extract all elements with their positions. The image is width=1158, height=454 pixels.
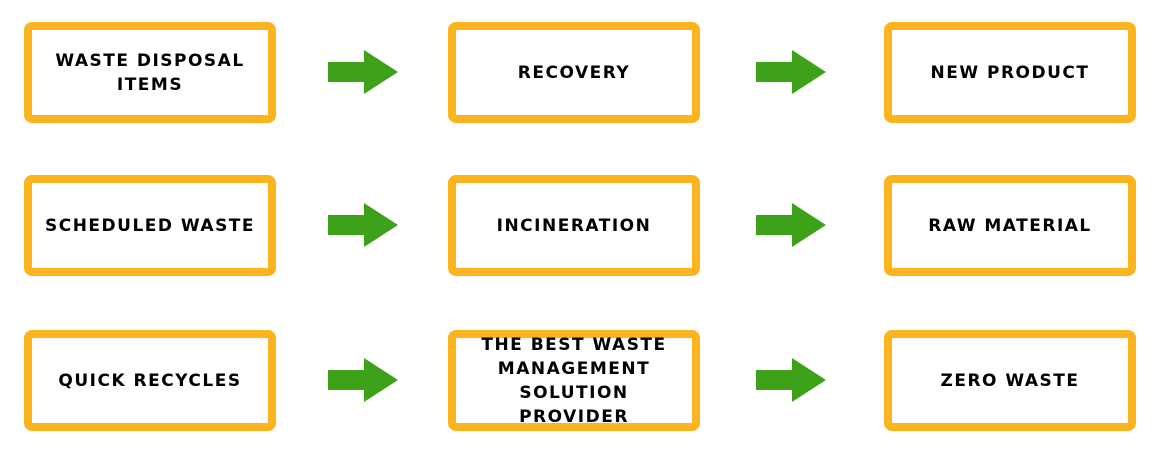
right-arrow-icon bbox=[328, 358, 398, 402]
step-label: QUICK RECYCLES bbox=[58, 370, 242, 391]
step-label: WASTE DISPOSAL ITEMS bbox=[55, 50, 245, 95]
right-arrow-icon bbox=[328, 50, 398, 94]
step-label: RECOVERY bbox=[517, 62, 631, 83]
step-label: RAW MATERIAL bbox=[928, 215, 1092, 236]
step-raw-material: RAW MATERIAL bbox=[884, 175, 1136, 276]
step-best-waste-management-solution-provider: THE BEST WASTE MANAGEMENT SOLUTION PROVI… bbox=[448, 330, 700, 431]
step-quick-recycles: QUICK RECYCLES bbox=[24, 330, 276, 431]
step-label: SCHEDULED WASTE bbox=[44, 215, 256, 236]
step-label: INCINERATION bbox=[496, 215, 652, 236]
step-label: ZERO WASTE bbox=[940, 370, 1080, 391]
step-label: THE BEST WASTE MANAGEMENT SOLUTION PROVI… bbox=[481, 334, 667, 427]
step-incineration: INCINERATION bbox=[448, 175, 700, 276]
step-zero-waste: ZERO WASTE bbox=[884, 330, 1136, 431]
right-arrow-icon bbox=[756, 50, 826, 94]
right-arrow-icon bbox=[328, 203, 398, 247]
right-arrow-icon bbox=[756, 358, 826, 402]
step-label: NEW PRODUCT bbox=[930, 62, 1090, 83]
step-recovery: RECOVERY bbox=[448, 22, 700, 123]
step-waste-disposal-items: WASTE DISPOSAL ITEMS bbox=[24, 22, 276, 123]
right-arrow-icon bbox=[756, 203, 826, 247]
step-new-product: NEW PRODUCT bbox=[884, 22, 1136, 123]
step-scheduled-waste: SCHEDULED WASTE bbox=[24, 175, 276, 276]
